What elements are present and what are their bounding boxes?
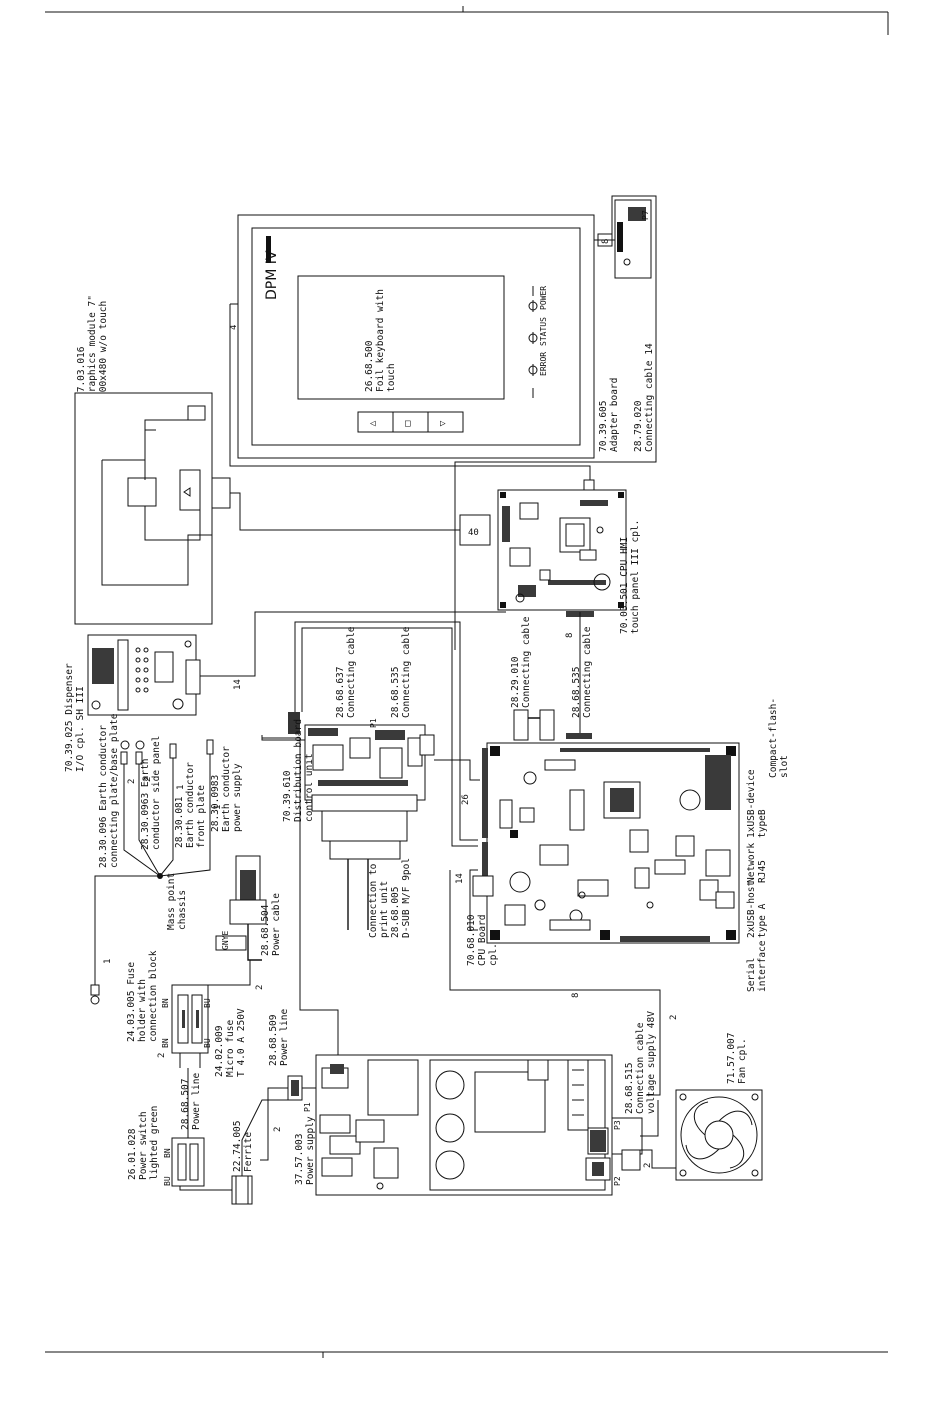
nav-left-icon: ◁ (370, 418, 376, 429)
svg-text:8: 8 (571, 993, 581, 998)
ferrite-label: 22.74.005 Ferrite (232, 1115, 254, 1172)
svg-text:P1: P1 (369, 718, 378, 728)
cable-535b-label: 28.68.535 Connecting cable (571, 626, 593, 718)
power-cable-label: 28.68.504 Power cable (260, 893, 282, 956)
earth-conductors: 1 2 2 1 1 (90, 739, 223, 1005)
graphics-module-label: 37.03.016 Graphics module 7" 800x480 w/o… (76, 289, 109, 398)
cable-637-label: 28.68.637 Connecting cable (335, 626, 357, 718)
mass-point-label: Mass point chassis (166, 867, 188, 930)
fan (675, 1089, 763, 1181)
cpu-hmi-board (497, 489, 627, 617)
svg-text:BU: BU (203, 1038, 212, 1048)
display-cables: 4 40 (229, 195, 657, 650)
serial-interface-label: Serial interface (746, 940, 768, 992)
adapter-board: 8 P7 (597, 199, 652, 279)
svg-text:2: 2 (127, 779, 137, 784)
svg-text:BU: BU (203, 998, 212, 1008)
internal-cables: 8 26 8 2 14 (261, 612, 679, 1096)
svg-text:1: 1 (213, 805, 223, 810)
svg-text:BN: BN (161, 1038, 170, 1048)
fan-label: 71.57.007 Fan cpl. (726, 1027, 748, 1084)
dispenser-label: 70.39.025 Dispenser I/O cpl. SH III (64, 658, 86, 772)
foil-keyboard-label: 26.68.500 Foil keyboard with touch (364, 283, 397, 392)
nav-right-icon: ▷ (440, 418, 446, 429)
fuse-holder: BN BU BN BU 2 (157, 984, 212, 1068)
earth-side-label: 28.30.0963 Earth conductor side panel (140, 736, 162, 850)
svg-text:26: 26 (461, 794, 471, 805)
dispenser-board (87, 634, 201, 716)
earth-ps-label: 28.30.0983 Earth conductor power supply (210, 740, 243, 832)
cpu-board (472, 742, 740, 944)
led-error-label: ERROR (539, 352, 548, 376)
network-label: Network RJ45 (746, 837, 768, 883)
svg-text:P2: P2 (613, 1176, 622, 1186)
svg-text:14: 14 (455, 873, 465, 884)
svg-text:2: 2 (143, 777, 153, 782)
svg-text:1: 1 (176, 785, 186, 790)
svg-text:P7: P7 (641, 210, 650, 220)
dispenser-cable: 14 (200, 611, 506, 690)
power-supply-label: 37.57.003 Power supply (294, 1116, 316, 1185)
power-line-507-label: 28.68.507 Power line (180, 1073, 202, 1130)
power-supply: P1 P2 P3 2 (303, 1054, 676, 1196)
brand-label: DPM IV (264, 250, 280, 300)
svg-text:2: 2 (157, 1053, 167, 1058)
svg-text:40: 40 (468, 528, 479, 538)
micro-fuse-label: 24.02.009 Micro fuse T 4.0 A 250V (214, 1008, 247, 1077)
svg-text:BU: BU (163, 1176, 172, 1186)
power-switch: BN BU (163, 1068, 240, 1191)
svg-text:8: 8 (601, 239, 611, 244)
power-inlet: GNYE 2 (191, 855, 267, 1010)
page-frame (45, 6, 889, 1358)
svg-text:1: 1 (103, 959, 113, 964)
earth-base-label: 28.30.096 Earth conductor connecting pla… (98, 713, 120, 868)
cable-535a-label: 28.68.535 Connecting cable (390, 626, 412, 718)
fuse-holder-label: 24.03.005 Fuse holder with connection bl… (126, 950, 159, 1042)
distribution-board-label: 70.39.610 Distribution board control uni… (282, 713, 315, 822)
usb-device-label: 1xUSB-device typeB (746, 764, 768, 838)
compact-flash-label: Compact-flash- slot (768, 692, 790, 778)
nav-home-icon: □ (405, 418, 411, 429)
svg-text:P3: P3 (613, 1120, 622, 1130)
svg-text:2: 2 (273, 1127, 283, 1132)
connecting-cable-14-label: 28.79.020 Connecting cable 14 (633, 343, 655, 452)
cable-010-label: 28.29.010 Connecting cable (510, 616, 532, 708)
power-switch-label: 26.01.028 Power switch lighted green (127, 1106, 160, 1180)
voltage-cable-label: 28.68.515 Connection cable voltage suppl… (624, 1011, 657, 1114)
svg-text:14: 14 (233, 679, 243, 690)
svg-text:2: 2 (643, 1163, 653, 1168)
usb-host-label: 2xUSB-host type A (746, 875, 768, 938)
svg-text:4: 4 (229, 325, 239, 330)
graphics-module: DPM IV ◁ □ ▷ POWER STATUS ERROR 26.68.50… (237, 214, 595, 459)
power-line-509-label: 28.68.509 Power line (268, 1009, 290, 1066)
mounting-bracket (74, 392, 231, 625)
led-power-label: POWER (539, 286, 548, 310)
print-unit-label: Connection to print unit 28.68.005 D-SUB… (368, 858, 412, 938)
power-line-509: 2 (260, 1075, 318, 1161)
svg-text:GNYE: GNYE (221, 931, 230, 950)
cpu-board-label: 70.68.010 CPU Board cpl. (466, 909, 499, 966)
svg-text:BN: BN (161, 998, 170, 1008)
led-status-label: STATUS (539, 317, 548, 346)
svg-text:2: 2 (255, 985, 265, 990)
cpu-hmi-label: 70.03.501 CPU HMI touch panel III cpl. (619, 520, 641, 634)
svg-text:BN: BN (163, 1148, 172, 1158)
earth-front-label: 28.30.081 Earth conductor front plate (174, 756, 207, 848)
svg-text:P1: P1 (303, 1102, 312, 1112)
svg-text:2: 2 (669, 1015, 679, 1020)
svg-text:8: 8 (565, 633, 575, 638)
distribution-board: P1 (288, 712, 435, 860)
adapter-board-label: 70.39.605 Adapter board (598, 378, 620, 452)
print-unit-cable (347, 859, 369, 930)
ferrite (231, 1099, 288, 1205)
